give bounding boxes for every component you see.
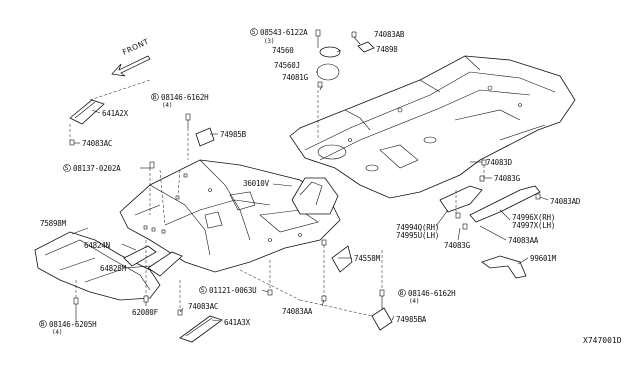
callout-36010V: 36010V: [243, 179, 270, 188]
callout-01121: S 01121-0063U: [199, 286, 257, 295]
callout-74994Q: 74994Q(RH): [396, 223, 439, 232]
callout-74083AC-bot: 74083AC: [188, 302, 218, 311]
svg-text:08146-6162H: 08146-6162H: [161, 93, 209, 102]
callout-08543: S 08543-6122A (3): [250, 28, 308, 45]
front-arrow: FRONT: [111, 37, 151, 77]
fasteners: [69, 29, 541, 316]
callout-641A2X: 641A2X: [102, 109, 129, 118]
rear-floor-panel: [289, 55, 576, 199]
callout-64828M: 64828M: [100, 264, 127, 273]
callout-74083AD: 74083AD: [550, 197, 581, 206]
callout-641A3X: 641A3X: [224, 318, 251, 327]
callout-74985B: 74985B: [220, 130, 247, 139]
callout-74985BA: 74985BA: [396, 315, 427, 324]
callout-74996X: 74996X(RH): [512, 213, 555, 222]
strap-99601M: [481, 255, 527, 279]
front-under-cover: [34, 231, 161, 301]
svg-text:(4): (4): [409, 298, 419, 305]
ring-74560J: [316, 63, 340, 81]
bracket-74994Q: [439, 185, 483, 213]
svg-text:01121-0063U: 01121-0063U: [209, 286, 256, 295]
callout-74560J: 74560J: [274, 61, 300, 70]
leader-lines: [71, 36, 549, 322]
callout-74560: 74560: [272, 46, 294, 55]
callout-64824N: 64824N: [84, 241, 110, 250]
svg-text:B: B: [41, 321, 45, 328]
bracket-641A2X: [69, 99, 105, 125]
callout-08146-6205H: B 08146-6205H (4): [39, 320, 97, 336]
svg-text:S: S: [201, 287, 205, 294]
callout-74083AA-b: 74083AA: [282, 307, 313, 316]
callout-74083AA-r: 74083AA: [508, 236, 539, 245]
svg-text:B: B: [153, 94, 157, 101]
svg-text:(3): (3): [264, 38, 274, 45]
callout-74083D: 74083D: [486, 158, 513, 167]
svg-text:S: S: [65, 165, 69, 172]
callout-74083AB: 74083AB: [374, 30, 405, 39]
dashed-guides: [69, 79, 485, 317]
front-label: FRONT: [121, 37, 150, 57]
callout-74081G: 74081G: [282, 73, 309, 82]
svg-text:(4): (4): [52, 329, 62, 336]
bracket-74985B: [195, 127, 215, 147]
callout-74997X: 74997X(LH): [512, 221, 555, 230]
svg-text:(4): (4): [162, 102, 172, 109]
bracket-74996X: [469, 185, 541, 223]
callout-74083G-b: 74083G: [444, 241, 471, 250]
callout-74995U: 74995U(LH): [396, 231, 439, 240]
svg-text:08146-6162H: 08146-6162H: [408, 289, 456, 298]
part-64824N: [123, 245, 157, 267]
front-floor-panel: [119, 159, 341, 273]
callout-08137: S 08137-0202A: [63, 164, 121, 173]
svg-text:S: S: [252, 29, 256, 36]
callout-99601M: 99601M: [530, 254, 557, 263]
bracket-641A3X: [179, 315, 223, 343]
callout-74083AC-top: 74083AC: [82, 139, 112, 148]
bracket-74985BA: [371, 307, 393, 331]
diagram-reference-code: X747001D: [583, 336, 622, 345]
callout-08146-6162H-top: B 08146-6162H (4): [151, 93, 209, 109]
part-36010V: [291, 177, 339, 215]
svg-text:08137-0202A: 08137-0202A: [73, 164, 121, 173]
callout-74083G-r: 74083G: [494, 174, 521, 183]
callout-74898: 74898: [376, 45, 398, 54]
bracket-74558M: [331, 245, 353, 273]
callout-62080F: 62080F: [132, 308, 159, 317]
svg-text:B: B: [400, 290, 404, 297]
callout-08146-6162H-bot: B 08146-6162H (4): [398, 289, 456, 305]
part-64828M: [147, 251, 183, 277]
callout-75898M: 75898M: [40, 219, 67, 228]
callout-74558M: 74558M: [354, 254, 381, 263]
svg-text:08146-6205H: 08146-6205H: [49, 320, 97, 329]
part-74560: [319, 46, 341, 58]
svg-text:08543-6122A: 08543-6122A: [260, 28, 308, 37]
clip-74898: [357, 41, 375, 53]
